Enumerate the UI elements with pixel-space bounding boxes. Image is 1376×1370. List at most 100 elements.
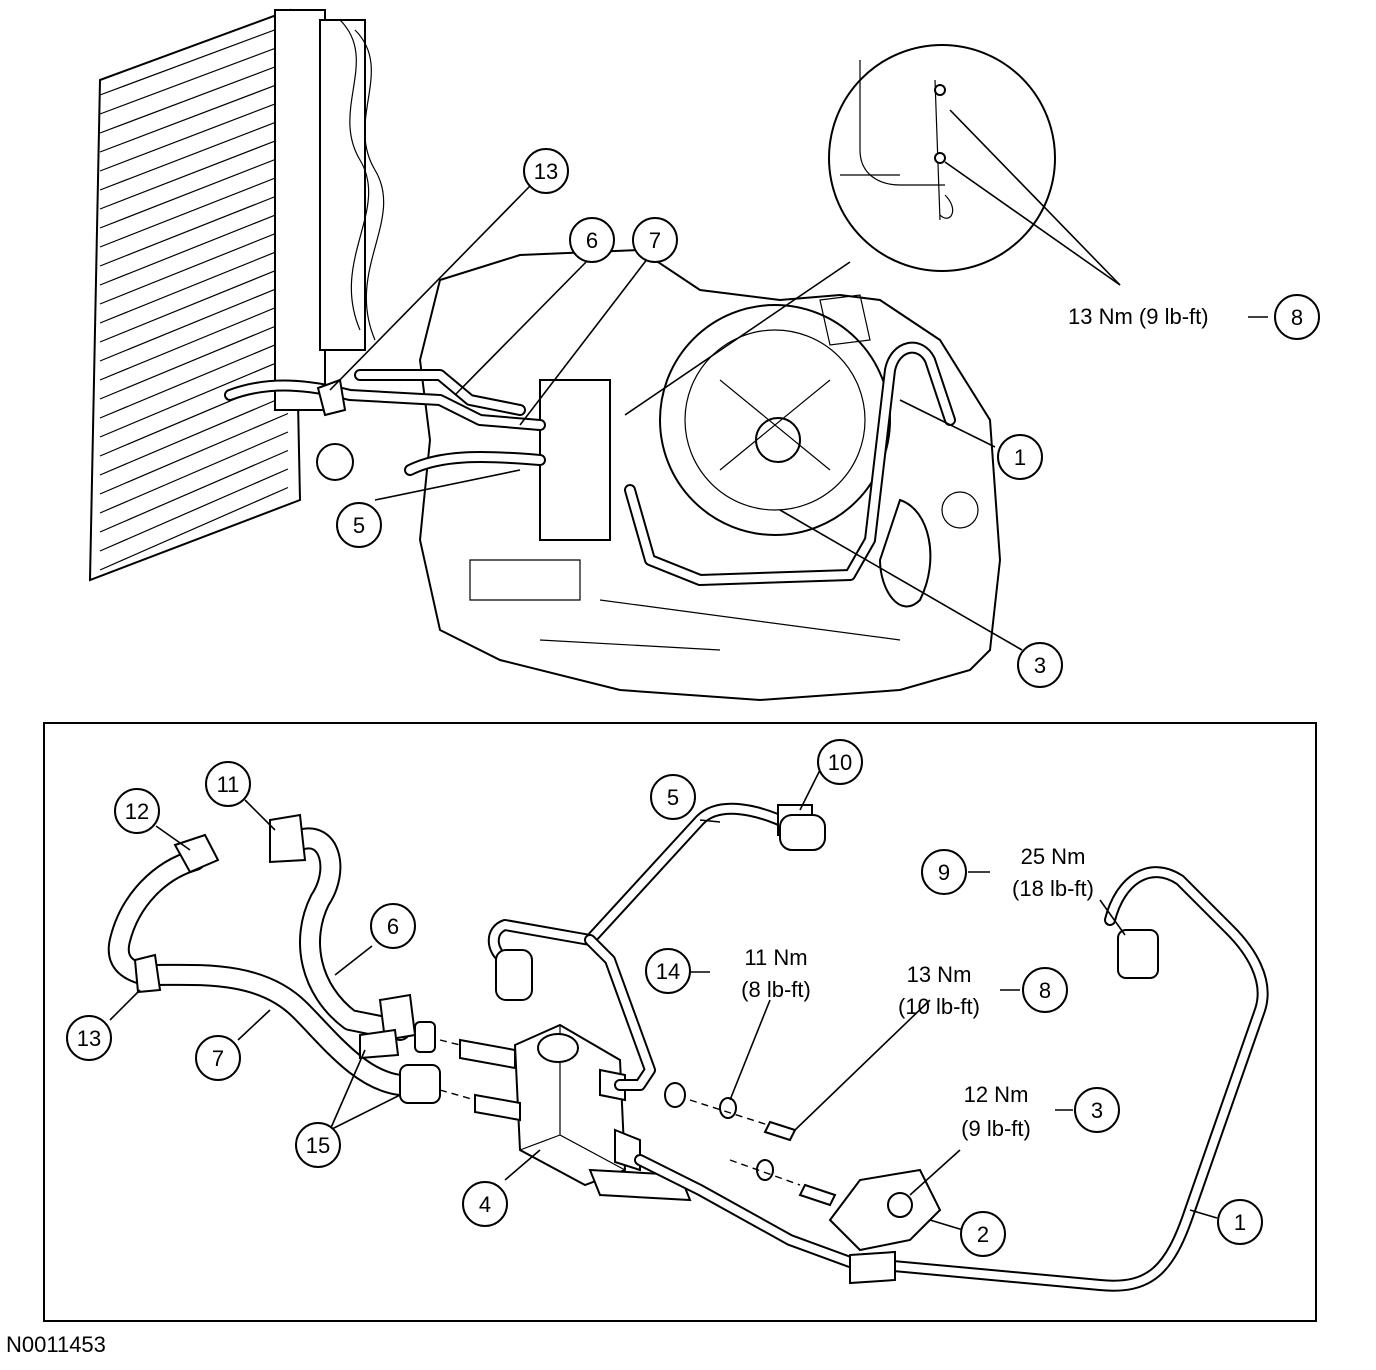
callout-circle [817, 739, 863, 785]
radiator-fin [99, 468, 289, 552]
radiator-fin [99, 42, 289, 115]
callout-number: 7 [649, 228, 661, 253]
radiator-fin [99, 227, 289, 305]
callout-circle [569, 217, 615, 263]
callout-number: 8 [1039, 978, 1051, 1003]
radiator-fin [99, 486, 289, 571]
callout-top-1: 6 [569, 217, 615, 263]
callout-bottom-9: 7 [195, 1035, 241, 1081]
callout-circle [1017, 642, 1063, 688]
radiator-fin [99, 24, 289, 96]
callout-bottom-4: 9 [921, 849, 967, 895]
callout-number: 5 [667, 785, 679, 810]
callout-number: 15 [306, 1133, 330, 1158]
callout-bottom-0: 12 [114, 788, 160, 834]
callout-number: 8 [1291, 305, 1303, 330]
callout-circle [960, 1211, 1006, 1257]
callout-bottom-1: 11 [205, 761, 251, 807]
radiator-fin [99, 135, 289, 210]
callout-number: 2 [977, 1222, 989, 1247]
callout-circle [1074, 1087, 1120, 1133]
callout-bottom-14: 1 [1217, 1199, 1263, 1245]
callout-circle [1022, 967, 1068, 1013]
callout-number: 5 [353, 513, 365, 538]
callout-circle [921, 849, 967, 895]
callout-circle [632, 217, 678, 263]
transmission-housing [418, 248, 1002, 702]
radiator-fin [99, 283, 289, 362]
radiator-fin [99, 61, 289, 134]
radiator-fin [99, 246, 289, 324]
callout-number: 13 [77, 1026, 101, 1051]
callout-number: 14 [656, 959, 680, 984]
callout-number: 4 [479, 1192, 491, 1217]
torque-line1: 13 Nm [907, 962, 972, 987]
callout-circle [997, 434, 1043, 480]
radiator-fin [99, 431, 289, 514]
radiator-fin [99, 264, 289, 343]
callout-circle [370, 903, 416, 949]
callout-number: 1 [1234, 1210, 1246, 1235]
torque-label-14: 11 Nm (8 lb-ft) [741, 945, 811, 1002]
callout-circle [114, 788, 160, 834]
torque-line2: (8 lb-ft) [741, 977, 811, 1002]
callout-top-5: 5 [336, 502, 382, 548]
callout-number: 9 [938, 860, 950, 885]
callout-bottom-5: 6 [370, 903, 416, 949]
radiator-fin [99, 301, 289, 381]
callout-circle [1217, 1199, 1263, 1245]
callout-bottom-6: 14 [645, 948, 691, 994]
torque-line2: (18 lb-ft) [1012, 876, 1094, 901]
radiator-fin [99, 394, 289, 476]
torque-line1: 11 Nm [744, 945, 807, 970]
callout-number: 7 [212, 1046, 224, 1071]
callout-number: 3 [1091, 1098, 1103, 1123]
torque-line2: (10 lb-ft) [898, 994, 980, 1019]
inset-detail [624, 44, 1056, 416]
torque-line1: 25 Nm [1021, 844, 1086, 869]
callout-bottom-12: 4 [462, 1181, 508, 1227]
torque-line2: (9 lb-ft) [961, 1116, 1031, 1141]
radiator [88, 8, 385, 582]
callout-bottom-2: 5 [650, 774, 696, 820]
callout-number: 12 [125, 799, 149, 824]
callout-circle [66, 1015, 112, 1061]
figure-id: N0011453 [6, 1332, 106, 1357]
callout-circle [1274, 294, 1320, 340]
radiator-fin [99, 209, 289, 286]
callout-bottom-8: 13 [66, 1015, 112, 1061]
torque-label-3: 12 Nm (9 lb-ft) [961, 1082, 1031, 1141]
radiator-fin [99, 172, 289, 248]
radiator-fin [99, 338, 289, 419]
callout-circle [462, 1181, 508, 1227]
top-view [88, 8, 1268, 702]
callout-number: 1 [1014, 445, 1026, 470]
callout-top-3: 8 [1274, 294, 1320, 340]
radiator-fin [99, 116, 289, 191]
torque-line1: 12 Nm [964, 1082, 1029, 1107]
callout-circle [523, 148, 569, 194]
callout-circle [195, 1035, 241, 1081]
cooler-lines-top [224, 341, 956, 586]
callout-bottom-11: 15 [295, 1122, 341, 1168]
callout-top-0: 13 [523, 148, 569, 194]
torque-label-8: 13 Nm (10 lb-ft) [898, 962, 980, 1019]
callout-circle [336, 502, 382, 548]
callout-circle [645, 948, 691, 994]
callout-circle [295, 1122, 341, 1168]
callout-bottom-7: 8 [1022, 967, 1068, 1013]
callout-top-6: 3 [1017, 642, 1063, 688]
radiator-fin [99, 190, 289, 267]
radiator-fin [99, 412, 289, 495]
radiator-fin [99, 357, 289, 438]
callout-number: 3 [1034, 653, 1046, 678]
callout-number: 6 [387, 914, 399, 939]
callout-bottom-13: 2 [960, 1211, 1006, 1257]
callout-number: 13 [534, 159, 558, 184]
callout-circle [650, 774, 696, 820]
callout-number: 11 [217, 772, 240, 797]
radiator-fin [99, 449, 289, 533]
callout-bottom-10: 3 [1074, 1087, 1120, 1133]
